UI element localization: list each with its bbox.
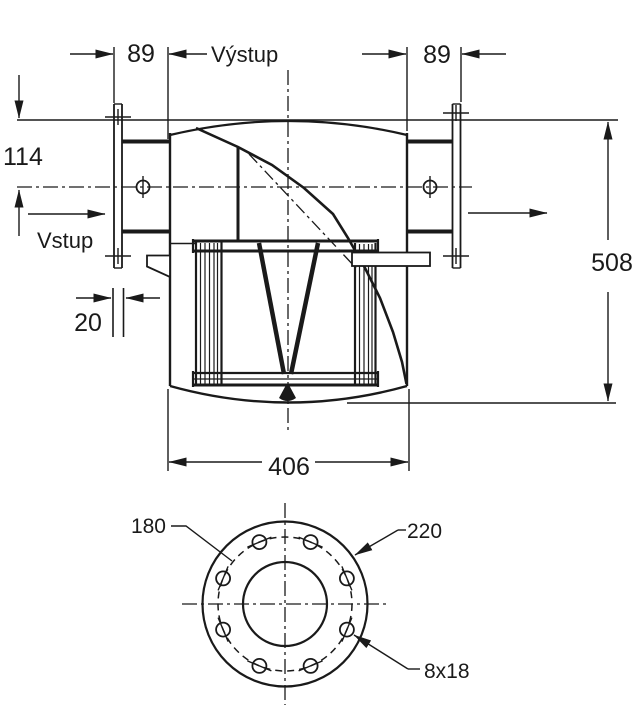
leader-bolt-circle [171, 525, 233, 562]
filter-cartridge [191, 239, 380, 401]
wing-nut [279, 385, 296, 401]
dim-body-diameter-label: 406 [268, 453, 310, 481]
outlet-nozzle-right [407, 103, 469, 269]
flange-leaders [171, 525, 420, 670]
bolt-holes [215, 534, 355, 674]
dim-bolt-holes-label: 8x18 [424, 660, 470, 683]
dim-flange-offset-left-label: 89 [127, 40, 155, 68]
dim-inlet-height-label: 114 [3, 143, 43, 171]
bolt-circle [217, 536, 353, 672]
centerlines [17, 70, 472, 433]
supports [146, 251, 431, 279]
right-support-bar [351, 251, 431, 267]
pleat-pack-left [194, 241, 223, 385]
scroll-hidden-line [248, 153, 357, 269]
dim-total-height-label: 508 [591, 249, 633, 277]
cone-right-edge [288, 242, 321, 375]
main-sectional-view: 89 Výstup 89 114 Vstup 20 508 406 [3, 40, 633, 481]
dim-outer-diameter-label: 220 [407, 520, 442, 543]
housing-body [168, 119, 409, 404]
dished-bottom [169, 384, 408, 404]
cone-left-edge [256, 242, 287, 375]
dim-bolt-circle-label: 180 [131, 515, 166, 538]
flange-face-view: 180 220 8x18 [131, 503, 470, 705]
scroll-edge [195, 126, 408, 385]
dim-flange-thickness-label: 20 [74, 309, 102, 337]
inlet-nozzle-left [105, 103, 170, 269]
left-support-bracket [146, 254, 171, 279]
flange-outer-circle [201, 520, 369, 688]
dim-flange-offset-right-label: 89 [423, 41, 451, 69]
outlet-label: Výstup [211, 42, 278, 67]
leader-holes-arrow [353, 634, 409, 670]
flange-bore-circle [241, 560, 329, 648]
leader-outer-arrow [354, 529, 399, 556]
inlet-label: Vstup [37, 228, 93, 253]
dimension-lines [14, 47, 613, 471]
reference-lines [17, 119, 618, 404]
